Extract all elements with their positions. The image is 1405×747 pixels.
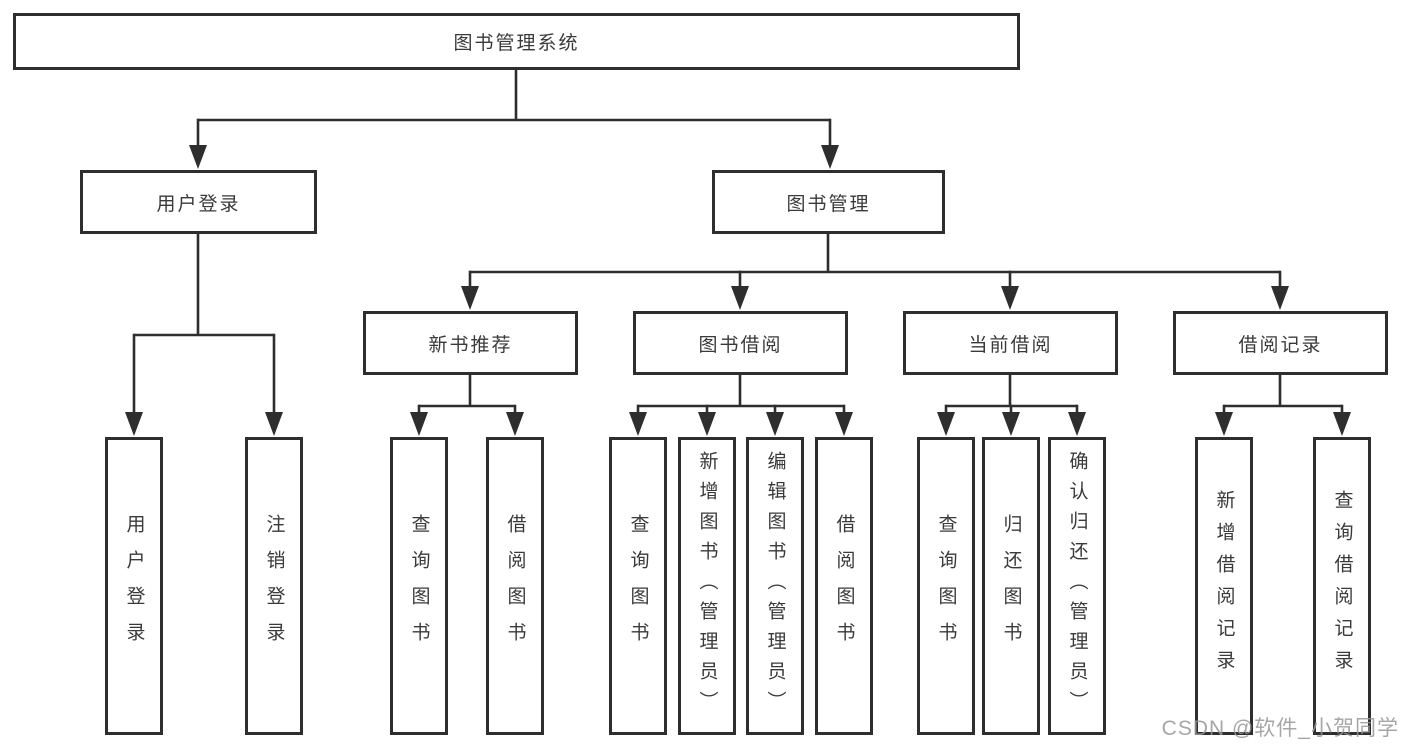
tree-node-label-leaf-bb-edit: 编辑图书（管理员） (764, 451, 786, 721)
tree-node-leaf-cb-confirm: 确认归还（管理员） (1048, 437, 1106, 735)
tree-node-label-leaf-logout: 注销登录 (263, 514, 285, 658)
tree-node-label-book-borrow: 图书借阅 (698, 334, 783, 356)
tree-node-leaf-bb-query: 查询图书 (609, 437, 667, 735)
tree-node-leaf-cb-return: 归还图书 (982, 437, 1040, 735)
tree-node-book-borrow: 图书借阅 (633, 311, 848, 375)
tree-node-label-leaf-cb-confirm: 确认归还（管理员） (1066, 451, 1088, 721)
tree-node-leaf-nr-borrow: 借阅图书 (486, 437, 544, 735)
tree-node-label-borrow-record: 借阅记录 (1238, 334, 1323, 356)
tree-node-new-book-rec: 新书推荐 (363, 311, 578, 375)
tree-node-label-leaf-br-add: 新增借阅记录 (1213, 490, 1235, 682)
tree-node-leaf-bb-add: 新增图书（管理员） (678, 437, 736, 735)
watermark-text: CSDN @软件_小贺同学 (1161, 717, 1399, 740)
tree-node-label-user-login: 用户登录 (156, 193, 241, 215)
tree-node-borrow-record: 借阅记录 (1173, 311, 1388, 375)
tree-node-leaf-br-query: 查询借阅记录 (1313, 437, 1371, 735)
tree-node-leaf-bb-borrow: 借阅图书 (815, 437, 873, 735)
tree-node-label-leaf-br-query: 查询借阅记录 (1331, 490, 1353, 682)
tree-node-root: 图书管理系统 (13, 13, 1020, 70)
tree-node-label-book-mgmt: 图书管理 (786, 193, 871, 215)
tree-node-label-leaf-nr-borrow: 借阅图书 (504, 514, 526, 658)
tree-node-book-mgmt: 图书管理 (712, 170, 945, 234)
tree-node-current-borrow: 当前借阅 (903, 311, 1118, 375)
tree-node-label-new-book-rec: 新书推荐 (428, 334, 513, 356)
tree-node-label-leaf-cb-query: 查询图书 (935, 514, 957, 658)
tree-node-leaf-nr-query: 查询图书 (390, 437, 448, 735)
tree-node-label-leaf-bb-query: 查询图书 (627, 514, 649, 658)
tree-node-label-leaf-cb-return: 归还图书 (1000, 514, 1022, 658)
tree-node-label-leaf-nr-query: 查询图书 (408, 514, 430, 658)
tree-node-user-login: 用户登录 (80, 170, 317, 234)
tree-node-leaf-bb-edit: 编辑图书（管理员） (746, 437, 804, 735)
tree-node-label-current-borrow: 当前借阅 (968, 334, 1053, 356)
tree-node-label-leaf-bb-borrow: 借阅图书 (833, 514, 855, 658)
tree-node-label-leaf-user-login: 用户登录 (123, 514, 145, 658)
tree-node-leaf-cb-query: 查询图书 (917, 437, 975, 735)
tree-node-leaf-logout: 注销登录 (245, 437, 303, 735)
tree-node-label-leaf-bb-add: 新增图书（管理员） (696, 451, 718, 721)
tree-node-label-root: 图书管理系统 (453, 33, 580, 54)
tree-node-leaf-br-add: 新增借阅记录 (1195, 437, 1253, 735)
tree-node-leaf-user-login: 用户登录 (105, 437, 163, 735)
